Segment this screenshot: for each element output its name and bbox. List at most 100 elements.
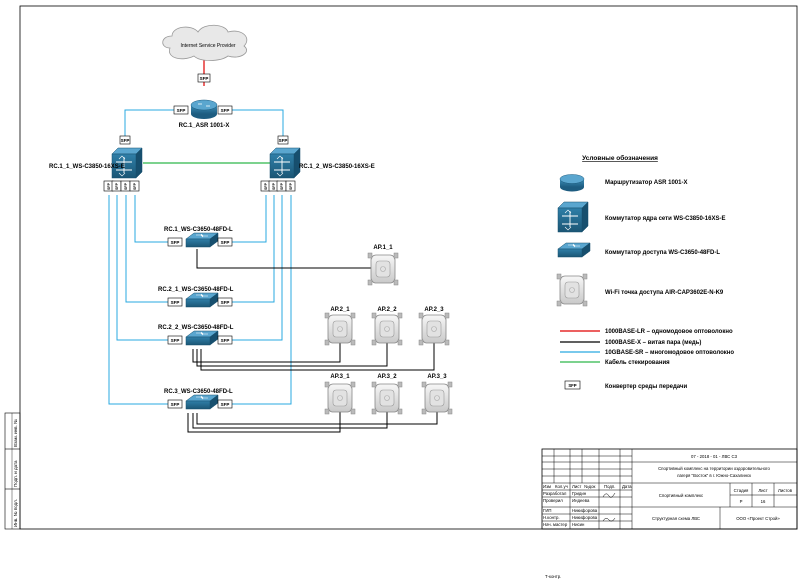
sfp-box: SFP <box>129 180 140 192</box>
ap-label: AP.1_1 <box>373 245 393 251</box>
role-3: ГИП <box>543 508 552 513</box>
core-2-label: RC.1_2_WS-C3850-16XS-E <box>299 164 375 170</box>
title-block-text: 07 - 2018 - 01 - ЛВС С3 Спортивный компл… <box>543 454 793 527</box>
side-label-3: Инв. № подл. <box>13 499 18 527</box>
side-label-2: Подп. и дата <box>13 460 18 487</box>
access-4-label: RC.3_WS-C3650-48FD-L <box>164 389 233 395</box>
sfp-box: SFP <box>268 180 279 192</box>
sfp-box: SFP <box>167 335 183 345</box>
sfp-label: SFP <box>171 402 180 407</box>
legend-ap-icon <box>556 273 588 307</box>
sfp-label: SFP <box>279 138 288 143</box>
router: RC.1_ASR 1001-X <box>179 99 230 129</box>
legend-sfp-label: Конвертер среды передачи <box>605 384 687 390</box>
access-switch-4: RC.3_WS-C3650-48FD-L <box>164 389 233 410</box>
sfp-box: SFP <box>119 135 131 145</box>
legend: Условные обозначения Маршрутизатор ASR 1… <box>556 154 734 390</box>
isp-cloud: Internet Service Provider <box>162 24 248 61</box>
sfp-box: SFP <box>260 180 271 192</box>
col-list: Лист <box>572 484 581 489</box>
legend-router-icon <box>559 174 585 192</box>
legend-router-label: Маршрутизатор ASR 1001-X <box>605 180 687 186</box>
project-title-2: лагеря "Восток" в г. Южно-Сахалинск <box>677 473 751 478</box>
sfp-label: SFP <box>177 108 186 113</box>
blue-cables <box>108 109 292 405</box>
signature-mark <box>602 517 616 522</box>
access-switch-3: RC.2_2_WS-C3650-48FD-L <box>158 325 234 346</box>
sfp-box: SFP <box>285 180 296 192</box>
name-1: Гридин <box>572 491 587 496</box>
sfp-box: SFP <box>167 399 183 409</box>
sfp-box: SFP <box>276 180 287 192</box>
title-block <box>541 448 798 530</box>
sfp-label: SFP <box>280 182 284 190</box>
stage-header: Стадия <box>734 488 749 493</box>
core-switch-2: RC.1_2_WS-C3850-16XS-E <box>269 147 375 179</box>
access-1-label: RC.1_WS-C3650-48FD-L <box>164 227 233 233</box>
ap-label: AP.3_1 <box>330 374 350 380</box>
sfp-label: SFP <box>133 182 137 190</box>
access-3-label: RC.2_2_WS-C3650-48FD-L <box>158 325 234 331</box>
ap-label: AP.2_1 <box>330 307 350 313</box>
access-point-3-3: AP.3_3 <box>421 374 453 415</box>
ap-label: AP.3_2 <box>377 374 397 380</box>
sfp-label: SFP <box>121 138 130 143</box>
sfp-box: SFP <box>277 135 289 145</box>
sfp-label: SFP <box>171 240 180 245</box>
sfp-label: SFP <box>272 182 276 190</box>
legend-core-icon <box>557 201 589 233</box>
sfp-label: SFP <box>221 300 230 305</box>
access-switch-1: RC.1_WS-C3650-48FD-L <box>164 227 233 248</box>
side-label-1: Взам. инв. № <box>13 419 18 447</box>
legend-sfp-text: SFP <box>568 383 576 388</box>
sfp-label: SFP <box>107 182 111 190</box>
col-doc: №док <box>584 484 596 489</box>
col-kol: Кол.уч <box>555 484 568 489</box>
col-sign: Подп. <box>604 484 615 489</box>
sfp-label: SFP <box>171 300 180 305</box>
name-2: Индеева <box>572 498 590 503</box>
sfp-label: SFP <box>221 338 230 343</box>
col-izm: Изм <box>543 484 551 489</box>
access-switch-2: RC.2_1_WS-C3650-48FD-L <box>158 287 234 308</box>
role-2: Проверил <box>543 498 563 503</box>
sheet-title: Структурная схема ЛВС <box>652 516 700 521</box>
name-3: Никифорова <box>572 508 598 513</box>
sfp-box: SFP <box>111 180 122 192</box>
sfp-label: SFP <box>221 240 230 245</box>
sfp-box: SFP <box>103 180 114 192</box>
access-point-2-2: AP.2_2 <box>371 307 403 346</box>
sfp-box: SFP <box>217 399 233 409</box>
legend-title: Условные обозначения <box>582 154 658 162</box>
sfp-box: SFP <box>167 237 183 247</box>
sfp-label: SFP <box>124 182 128 190</box>
sfp-box: SFP <box>167 297 183 307</box>
sfp-box: SFP <box>120 180 131 192</box>
access-point-3-1: AP.3_1 <box>324 374 356 415</box>
object-name: Спортивный комплекс <box>659 493 704 498</box>
role-1: Разработал <box>543 491 567 496</box>
legend-line-1: 1000BASE-LR – одномодовое оптоволокно <box>605 329 733 335</box>
sfp-box: SFP <box>217 237 233 247</box>
sfp-label: SFP <box>200 76 209 81</box>
black-cables <box>187 249 438 433</box>
sheet-header: Лист <box>758 488 767 493</box>
legend-line-3: 10GBASE-SR – многомодовое оптоволокно <box>605 350 734 356</box>
sfp-label: SFP <box>221 108 230 113</box>
ap-label: AP.3_3 <box>427 374 447 380</box>
doc-code: 07 - 2018 - 01 - ЛВС С3 <box>691 454 738 459</box>
sfp-label: SFP <box>171 338 180 343</box>
sfp-label: SFP <box>115 182 119 190</box>
sfp-box: SFP <box>197 73 211 83</box>
legend-core-label: Коммутатор ядра сети WS-C3850-16XS-E <box>605 216 725 222</box>
router-label: RC.1_ASR 1001-X <box>179 123 230 129</box>
ap-label: AP.2_2 <box>377 307 397 313</box>
legend-access-icon <box>557 242 591 258</box>
access-point-2-3: AP.2_3 <box>418 307 450 346</box>
sfp-box: SFP <box>217 297 233 307</box>
legend-sfp-box <box>564 380 581 390</box>
core-switch-1: RC.1_1_WS-C3850-16XS-E <box>49 147 143 179</box>
stage-value: Р <box>740 499 743 504</box>
